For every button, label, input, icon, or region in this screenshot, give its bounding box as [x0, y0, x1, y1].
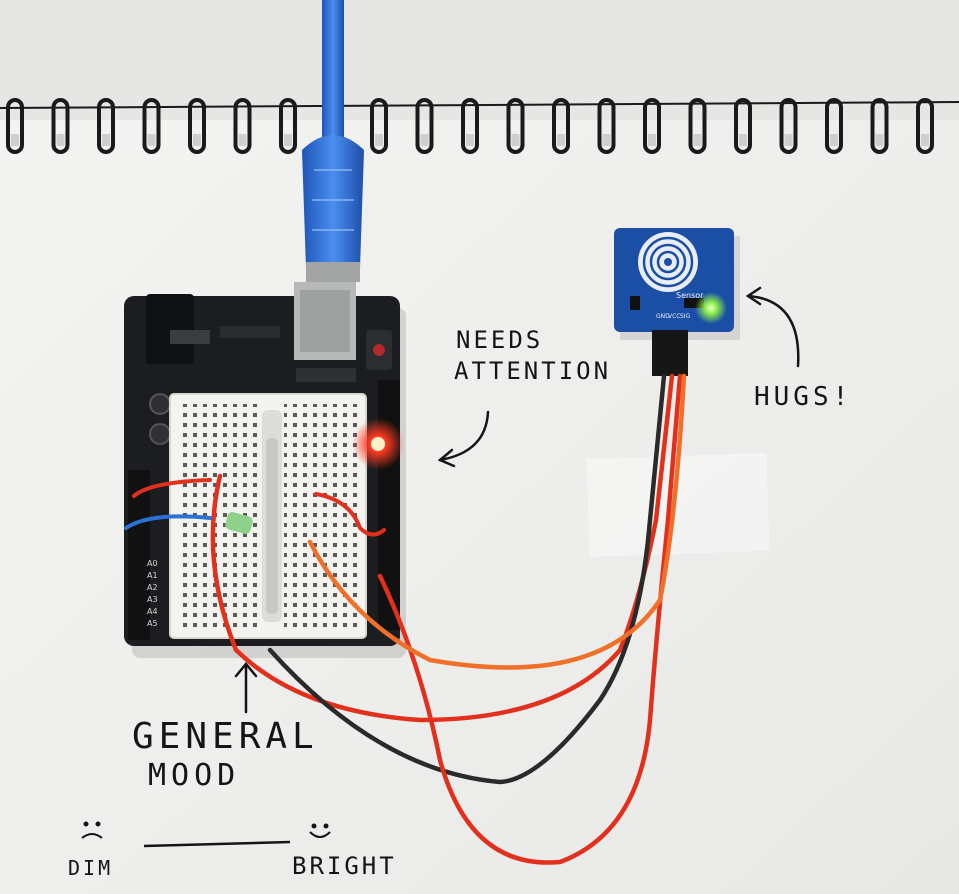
spiral-ring [51, 98, 70, 154]
binding-hole [693, 134, 702, 146]
general-label: GENERAL [132, 716, 319, 757]
spiral-ring [506, 98, 525, 154]
pin-label: A5 [147, 619, 158, 628]
pin-label: A3 [147, 595, 158, 604]
spiral-ring [233, 98, 252, 154]
binding-hole [784, 134, 793, 146]
orange-wire [307, 373, 687, 670]
spiral-ring [279, 98, 297, 154]
spiral-ring [779, 98, 798, 154]
binding-hole [602, 134, 611, 146]
bright-label: BRIGHT [292, 852, 397, 880]
usb-cable [294, 0, 364, 360]
sensor-label: Sensor [676, 291, 704, 300]
binding-hole [375, 134, 383, 146]
binding-hole [648, 134, 656, 146]
binding-hole [875, 134, 884, 146]
pin-label: A4 [147, 607, 158, 616]
sensor-connector [652, 330, 688, 376]
sensor-label: VCC [668, 313, 680, 320]
short-blue-wire [124, 514, 212, 530]
binding-hole [102, 134, 110, 146]
spiral-ring [142, 98, 161, 154]
binding-hole [56, 134, 65, 146]
spiral-binding [0, 98, 959, 154]
binding-hole [284, 134, 292, 146]
sensor-label: SIG [680, 313, 691, 320]
sad-face-icon [81, 821, 103, 839]
binding-hole [557, 134, 565, 146]
spiral-ring [415, 98, 434, 154]
red-wire [210, 373, 675, 723]
binding-hole [921, 134, 929, 146]
binding-hole [147, 134, 156, 146]
spiral-ring [825, 98, 843, 154]
arrow-icon-mood [234, 662, 258, 714]
short-red-wire-3 [314, 492, 386, 537]
binding-hole [11, 134, 19, 146]
arrow-icon [437, 410, 490, 468]
spiral-ring [688, 98, 707, 154]
spiral-ring [6, 98, 24, 154]
pin-label: A0 [147, 559, 158, 568]
back-page [0, 0, 959, 120]
spiral-ring [370, 98, 388, 154]
spiral-ring [461, 98, 479, 154]
sensor-label: GND [656, 313, 670, 320]
spiral-ring [643, 98, 661, 154]
black-wire [267, 373, 667, 785]
short-red-wire [132, 478, 212, 498]
mood-label: MOOD [148, 758, 241, 793]
power-jack [146, 294, 194, 364]
spiral-ring [97, 98, 115, 154]
binding-hole [830, 134, 838, 146]
binding-hole [193, 134, 201, 146]
red-wire-2 [377, 373, 683, 865]
touch-sensor [614, 228, 734, 376]
binding-hole [238, 134, 247, 146]
green-component [225, 512, 253, 534]
spiral-ring [916, 98, 934, 154]
spiral-ring [597, 98, 616, 154]
spiral-ring [734, 98, 752, 154]
needs-label: NEEDS [456, 326, 544, 354]
mood-scale-line [143, 840, 291, 848]
hugs-label: HUGS! [754, 382, 853, 412]
green-led [695, 292, 727, 324]
binding-hole [420, 134, 429, 146]
attention-label: ATTENTION [454, 357, 612, 385]
binding-hole [466, 134, 474, 146]
spiral-wire [0, 101, 959, 109]
spiral-ring [870, 98, 889, 154]
happy-face-icon [309, 823, 331, 838]
pin-label: A2 [147, 583, 158, 592]
binding-hole [739, 134, 747, 146]
binding-hole [511, 134, 520, 146]
arrow-icon-hugs [745, 286, 800, 368]
pin-label: A1 [147, 571, 158, 580]
spiral-ring [552, 98, 570, 154]
spiral-ring [188, 98, 206, 154]
dim-label: DIM [68, 856, 114, 880]
jumper-wires [124, 373, 687, 865]
tape [586, 452, 770, 558]
